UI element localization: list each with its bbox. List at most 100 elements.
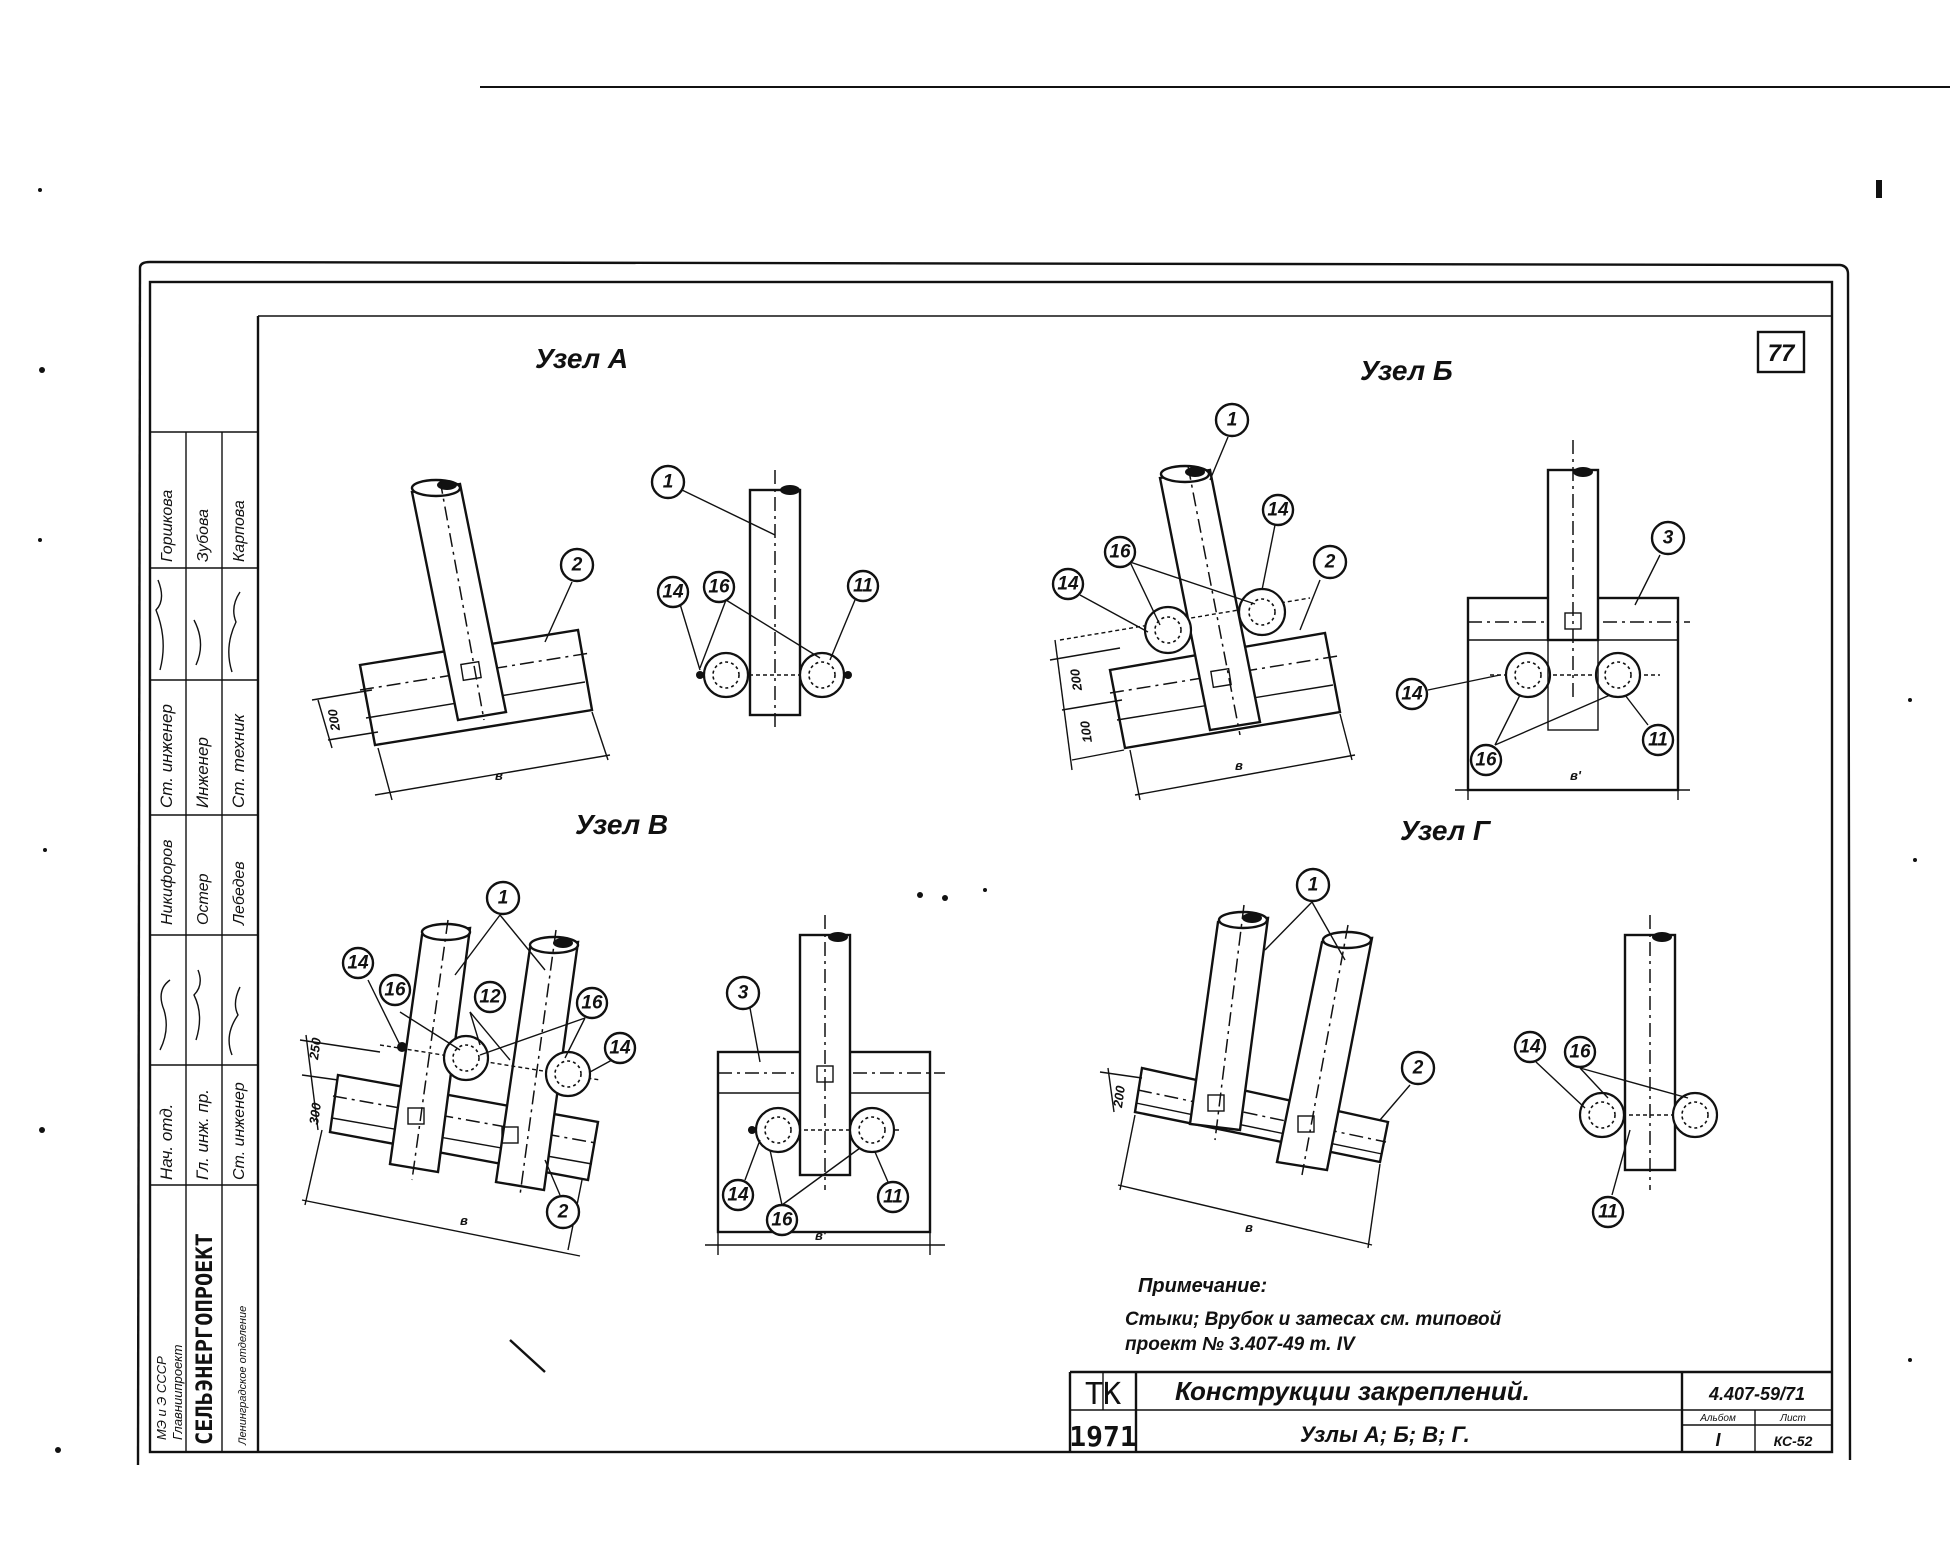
- node-a-front-view: 1 16 14 11: [650, 464, 880, 730]
- svg-text:1: 1: [1308, 875, 1319, 896]
- node-a-title: Узел А: [535, 343, 628, 374]
- approval-stamp: Нач. отд. Гл. инж. пр. Ст. инженер Ст. и…: [150, 431, 258, 1453]
- svg-text:16: 16: [1475, 750, 1497, 771]
- svg-text:16: 16: [708, 577, 730, 598]
- callout-3-v: 3: [725, 975, 761, 1011]
- callout-16-a: 16: [702, 570, 736, 604]
- org-name: СЕЛЬЭНЕРГОПРОЕКТ: [193, 1233, 218, 1445]
- svg-text:14: 14: [1267, 500, 1289, 521]
- callout-3-b: 3: [1650, 520, 1686, 556]
- callout-11-gf: 11: [1591, 1195, 1625, 1229]
- node-v-front-view: в' 3 14 16 11: [705, 915, 945, 1255]
- svg-text:12: 12: [479, 987, 501, 1008]
- note-line-1: Стыки; Врубок и затесах см. типовой: [1125, 1309, 1502, 1330]
- svg-text:14: 14: [609, 1038, 631, 1059]
- callout-14-gf: 14: [1513, 1030, 1547, 1064]
- stamp-role-3: Ст. инженер: [231, 1082, 248, 1180]
- node-g-title: Узел Г: [1400, 815, 1492, 846]
- callout-2-g: 2: [1400, 1050, 1436, 1086]
- svg-text:3: 3: [1663, 528, 1674, 549]
- note-heading: Примечание:: [1138, 1275, 1267, 1297]
- node-b-dim-b: в: [1235, 758, 1243, 773]
- svg-text:16: 16: [384, 980, 406, 1001]
- svg-text:2: 2: [557, 1202, 569, 1223]
- svg-text:16: 16: [1569, 1042, 1591, 1063]
- node-g-dim-b: в: [1245, 1220, 1253, 1235]
- callout-14-b: 14: [1051, 567, 1085, 601]
- svg-text:16: 16: [1109, 542, 1131, 563]
- sheet-number-box: [1756, 330, 1806, 374]
- year: 1971: [1069, 1420, 1136, 1453]
- svg-text:1: 1: [1227, 410, 1238, 431]
- node-g-dim-200: 200: [1110, 1084, 1128, 1109]
- callout-14-b2: 14: [1261, 493, 1295, 527]
- inner-frame: [148, 280, 1834, 1454]
- svg-text:14: 14: [347, 953, 369, 974]
- svg-text:14: 14: [662, 582, 684, 603]
- callout-14-v2: 14: [603, 1031, 637, 1065]
- note-line-2: проект № 3.407-49 т. IV: [1125, 1334, 1356, 1355]
- callout-2-a: 2: [559, 547, 595, 583]
- outer-frame-left: [136, 267, 142, 1466]
- svg-text:2: 2: [571, 555, 583, 576]
- callout-11-a: 11: [846, 569, 880, 603]
- callout-12-v: 12: [473, 980, 507, 1014]
- sheet-value: КС-52: [1774, 1433, 1813, 1449]
- album-value: I: [1715, 1430, 1721, 1450]
- stamp-role-4: Ст. инженер: [157, 704, 176, 808]
- stamp-role-6: Ст. техник: [229, 713, 248, 808]
- drawing-subtitle: Узлы А; Б; В; Г.: [1300, 1422, 1470, 1447]
- node-v-dim-300: 300: [306, 1101, 324, 1125]
- node-v-side-view: в 250 300 1 12 16 14 16 14 2: [299, 880, 637, 1257]
- sheet-number: 77: [1768, 340, 1796, 367]
- callout-1-v: 1: [485, 880, 521, 916]
- node-b-side-view: в 200 100 1 16 14 14 2: [1049, 402, 1356, 801]
- callout-16-b: 16: [1103, 535, 1137, 569]
- node-b-dim-200: 200: [1067, 667, 1085, 692]
- svg-text:16: 16: [771, 1210, 793, 1231]
- callout-16-gf: 16: [1563, 1035, 1597, 1069]
- node-b-front-view: в' 3 14 16 11: [1395, 440, 1690, 800]
- svg-text:1: 1: [498, 888, 509, 909]
- note-block: Примечание: Стыки; Врубок и затесах см. …: [1125, 1275, 1502, 1355]
- callout-14-bf: 14: [1395, 677, 1429, 711]
- scan-specks: [38, 180, 1917, 1453]
- node-v-title: Узел В: [575, 809, 668, 840]
- svg-text:14: 14: [727, 1185, 749, 1206]
- svg-text:2: 2: [1324, 552, 1336, 573]
- node-a-side-view: в 200 2: [311, 478, 611, 801]
- stamp-name-6: Карпова: [231, 500, 248, 562]
- title-block: ТК 1971 Конструкции закреплений. Узлы А;…: [1068, 1370, 1832, 1453]
- node-v-dim-b: в: [460, 1213, 468, 1228]
- node-v-dim-bprime: в': [815, 1228, 827, 1243]
- stamp-name-3: Лебедев: [231, 861, 248, 926]
- scan-stroke: [509, 1339, 546, 1373]
- node-b-title: Узел Б: [1360, 355, 1453, 386]
- stamp-name-1: Никифоров: [159, 840, 176, 926]
- callout-2-v: 2: [545, 1194, 581, 1230]
- callout-16-bf: 16: [1469, 743, 1503, 777]
- svg-text:11: 11: [853, 576, 873, 597]
- org-ministry: МЭ и Э СССР: [154, 1356, 169, 1440]
- callout-14-vf: 14: [721, 1178, 755, 1212]
- svg-text:16: 16: [581, 993, 603, 1014]
- stamp-role-1: Нач. отд.: [157, 1104, 176, 1180]
- callout-16-v: 16: [378, 973, 412, 1007]
- drawing-title: Конструкции закреплений.: [1175, 1376, 1530, 1406]
- svg-text:14: 14: [1057, 574, 1079, 595]
- callout-16-vf: 16: [765, 1203, 799, 1237]
- svg-text:11: 11: [1648, 730, 1668, 751]
- callout-14-a: 14: [656, 575, 690, 609]
- stamp-role-2: Гл. инж. пр.: [193, 1089, 212, 1180]
- stamp-name-5: Зубова: [195, 509, 212, 562]
- node-v-dim-250: 250: [306, 1036, 324, 1061]
- svg-text:1: 1: [663, 472, 674, 493]
- node-g-side-view: в 200 1 2: [1099, 867, 1436, 1249]
- node-b-dim-bprime: в': [1570, 768, 1582, 783]
- callout-11-vf: 11: [876, 1180, 910, 1214]
- callout-1-a: 1: [650, 464, 686, 500]
- svg-text:14: 14: [1401, 684, 1423, 705]
- stamp-name-2: Остер: [195, 873, 212, 925]
- sheet-label: Лист: [1779, 1413, 1806, 1424]
